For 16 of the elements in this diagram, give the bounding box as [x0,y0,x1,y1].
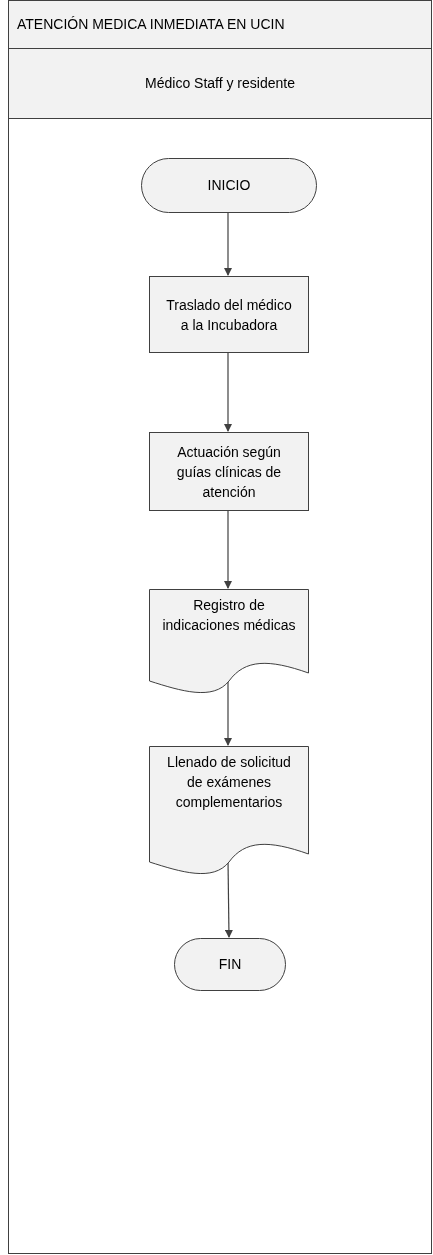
process-box [149,276,309,353]
node-text: FIN [218,955,242,974]
node-text: Traslado del médico a la Incubadora [166,295,292,335]
node-text: ATENCIÓN MEDICA INMEDIATA EN UCIN [17,15,285,34]
node-text: Registro de indicaciones médicas [161,596,297,635]
arrow [224,211,232,276]
node-text: Llenado de solicitud de exámenes complementarios [166,753,292,812]
node-text: INICIO [207,176,251,195]
arrow [224,351,232,432]
document-shape [149,589,309,693]
terminator-shape [174,938,286,991]
node-text: Médico Staff y residente [145,74,295,93]
process-box [149,432,309,511]
node-text: Actuación según guías clínicas de atención [175,442,283,502]
document-shape [149,746,309,874]
arrow [224,509,232,589]
